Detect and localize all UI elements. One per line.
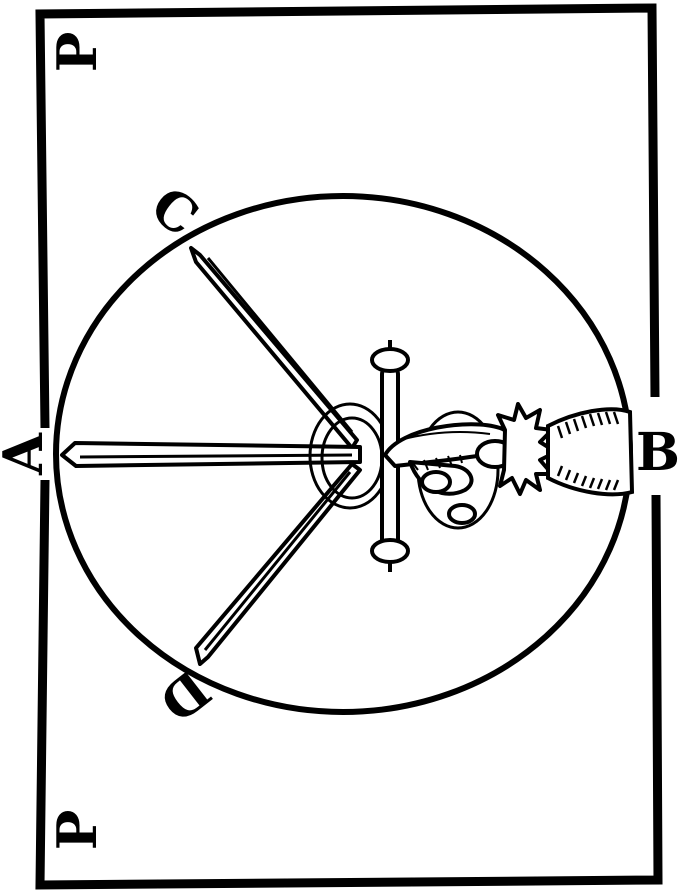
label-d: D — [148, 657, 221, 733]
quillon-top — [372, 349, 408, 371]
blade-to-c — [191, 248, 357, 448]
label-p-bottom: P — [45, 810, 109, 851]
quillon-bottom — [372, 540, 408, 562]
label-p-top: P — [45, 32, 109, 73]
sleeve — [548, 409, 632, 494]
frame-left-upper — [40, 8, 655, 428]
blade-to-d — [196, 464, 360, 664]
label-c: C — [139, 175, 209, 249]
label-b: B — [636, 422, 680, 483]
frame-left-lower — [40, 480, 658, 885]
label-a: A — [0, 432, 55, 476]
